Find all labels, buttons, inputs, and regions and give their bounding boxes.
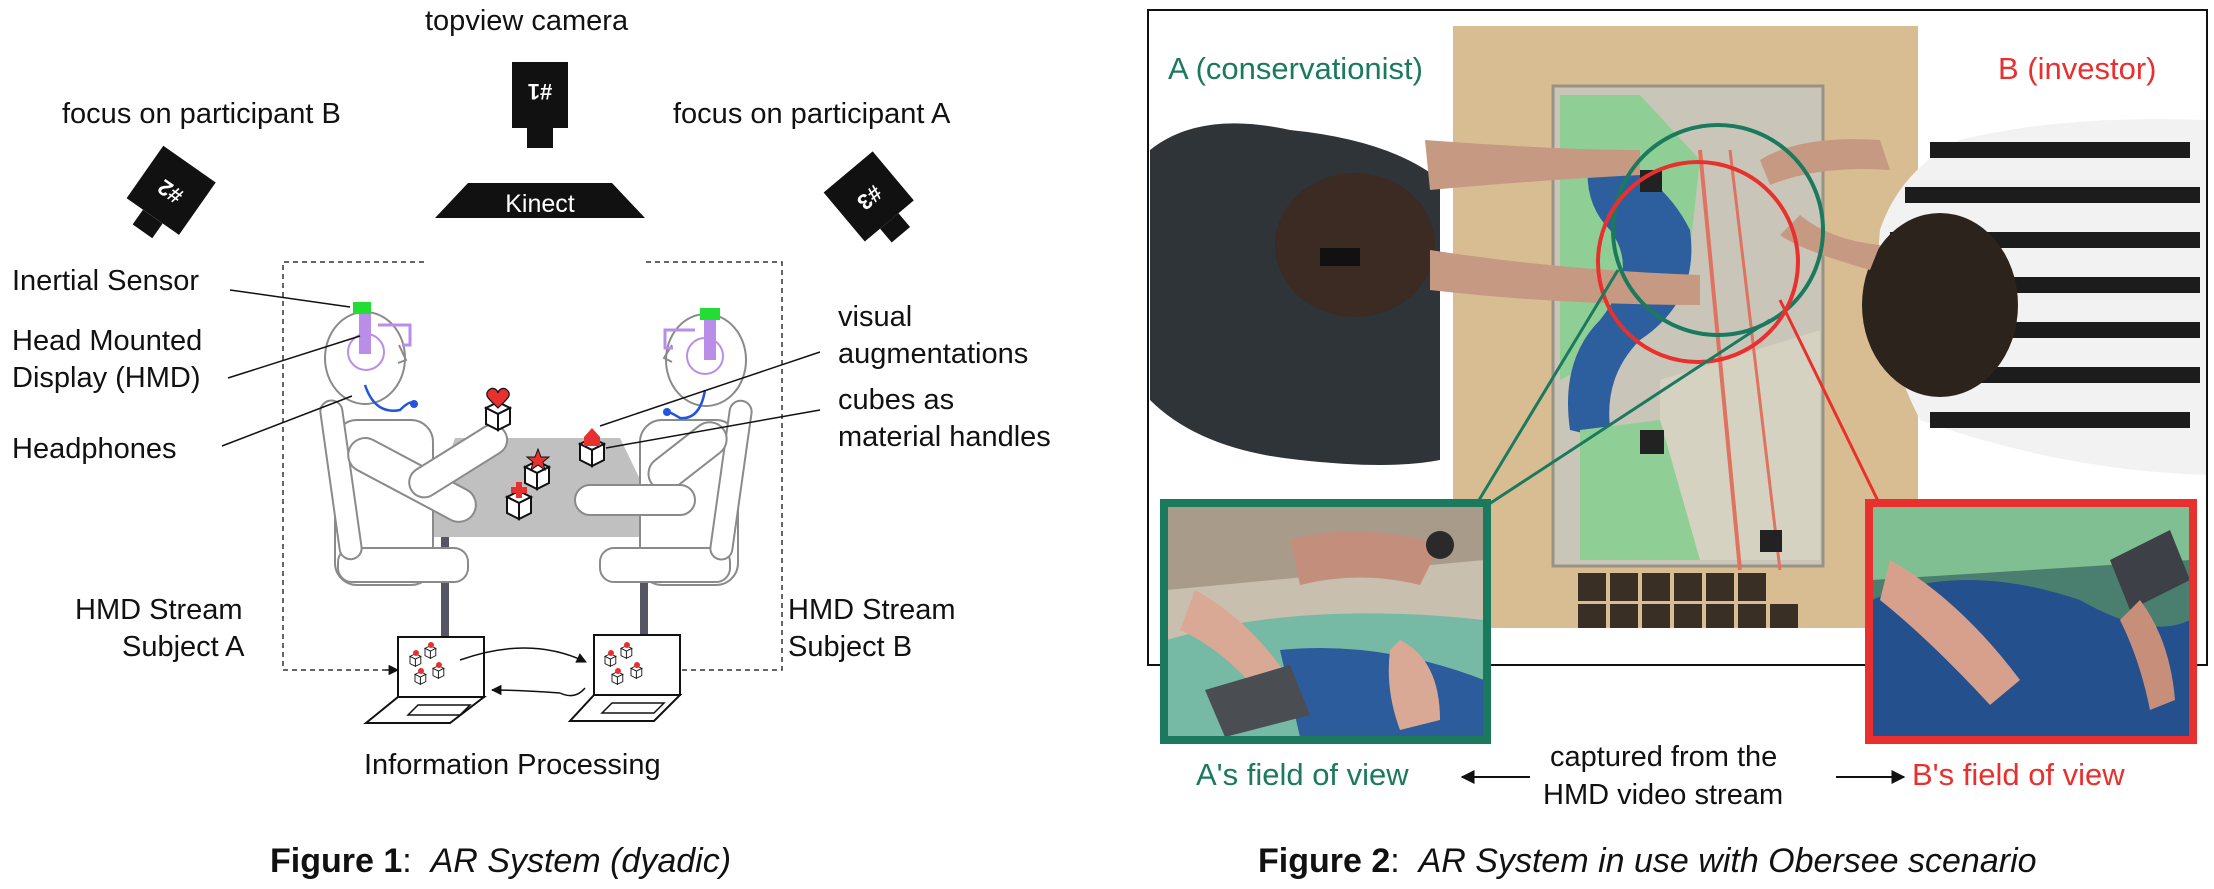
- subject-a-dashed-frame: [282, 261, 424, 671]
- person-a: [1150, 123, 1700, 466]
- inset-b-field-of-view: [1872, 506, 2190, 737]
- label-a-conservationist: A (conservationist): [1168, 51, 1423, 86]
- kinect-icon: Kinect: [435, 183, 645, 218]
- fov-b-label: B's field of view: [1912, 757, 2125, 792]
- visual-augmentations-line2: augmentations: [838, 338, 1029, 370]
- focus-a-label: focus on participant A: [673, 98, 951, 130]
- inset-a-field-of-view: [1167, 506, 1484, 737]
- heart-augmentation-icon: [486, 387, 510, 409]
- marker-cubes-row: [1578, 573, 1798, 628]
- hmd-label-line2: Display (HMD): [12, 362, 201, 394]
- camera-1-tag: #1: [528, 79, 552, 104]
- person-b: [1760, 119, 2206, 476]
- information-processing-label: Information Processing: [364, 749, 661, 781]
- label-b-investor: B (investor): [1998, 51, 2157, 86]
- subject-a-hmd: [359, 312, 371, 354]
- hmd-stream-a-line1: HMD Stream: [75, 594, 243, 626]
- table-leg-right: [640, 535, 648, 650]
- captured-line1: captured from the: [1550, 741, 1778, 773]
- cubes-label-line2: material handles: [838, 421, 1051, 453]
- topview-camera-icon: #1: [512, 62, 568, 148]
- subject-a-figure: [319, 311, 509, 586]
- figure-2-caption: Figure 2: AR System in use with Obersee …: [1258, 842, 2037, 881]
- figure-2-caption-text: AR System in use with Obersee scenario: [1418, 842, 2037, 880]
- figure-1-caption: Figure 1: AR System (dyadic): [270, 842, 731, 881]
- table-leg-left: [441, 535, 449, 650]
- headphones-label: Headphones: [12, 433, 177, 465]
- star-augmentation-icon: [525, 447, 551, 472]
- leader-cubes: [605, 409, 821, 449]
- visual-augmentations-line1: visual: [838, 301, 913, 333]
- laptop-left-thumbnails: [409, 642, 445, 685]
- inset-a-border: [1160, 499, 1491, 744]
- fov-a-label: A's field of view: [1196, 757, 1409, 792]
- camera-3-icon: #3: [823, 151, 914, 243]
- subject-b-dashed-frame: [646, 261, 783, 671]
- figure-1-caption-sep: :: [402, 842, 412, 880]
- figure-2-caption-sep: :: [1390, 842, 1400, 880]
- hmd-stream-b-line1: HMD Stream: [788, 594, 956, 626]
- laptop-left-icon: [363, 636, 487, 724]
- hmd-stream-b-line2: Subject B: [788, 631, 913, 663]
- subject-b-hmd: [704, 318, 716, 360]
- zoom-line-a: [1474, 269, 1620, 506]
- camera-2-icon: #2: [126, 145, 216, 239]
- inertial-sensor-label: Inertial Sensor: [12, 265, 199, 297]
- subject-b-inertial-sensor: [700, 308, 720, 320]
- figure-2-caption-label: Figure 2: [1258, 842, 1391, 880]
- captured-line2: HMD video stream: [1543, 779, 1784, 811]
- hmd-stream-a-line2: Subject A: [122, 631, 245, 663]
- laptop-exchange-arrow-left: [490, 684, 561, 696]
- obersee-map: [1551, 84, 1825, 571]
- laptop-right-thumbnails: [604, 642, 643, 685]
- cubes-label-line1: cubes as: [838, 384, 955, 416]
- figure-1-caption-label: Figure 1: [270, 842, 403, 880]
- figure-1-caption-text: AR System (dyadic): [430, 842, 732, 880]
- zoom-line-a2: [1485, 318, 1771, 508]
- inset-b-border: [1865, 499, 2197, 744]
- kinect-label: Kinect: [505, 190, 575, 218]
- subject-a-inertial-sensor: [353, 302, 371, 314]
- hmd-label-line1: Head Mounted: [12, 325, 203, 357]
- focus-b-label: focus on participant B: [62, 98, 341, 130]
- ar-system-diagram: #1 Kinect #2 #3: [126, 62, 914, 724]
- cross-augmentation-icon: [511, 482, 527, 498]
- topview-camera-label: topview camera: [425, 5, 629, 37]
- leader-hmd: [227, 335, 361, 379]
- zoom-line-b: [1778, 299, 1882, 506]
- focus-circle-b: [1596, 160, 1800, 364]
- house-augmentation-icon: [584, 428, 600, 446]
- leader-headphones: [221, 395, 353, 447]
- laptop-exchange-arrow-right: [459, 647, 587, 663]
- leader-visual-augmentations: [599, 351, 821, 427]
- focus-circle-a: [1611, 123, 1825, 337]
- leader-inertial-sensor: [229, 289, 351, 308]
- obersee-scenario-photo: [1147, 9, 2208, 784]
